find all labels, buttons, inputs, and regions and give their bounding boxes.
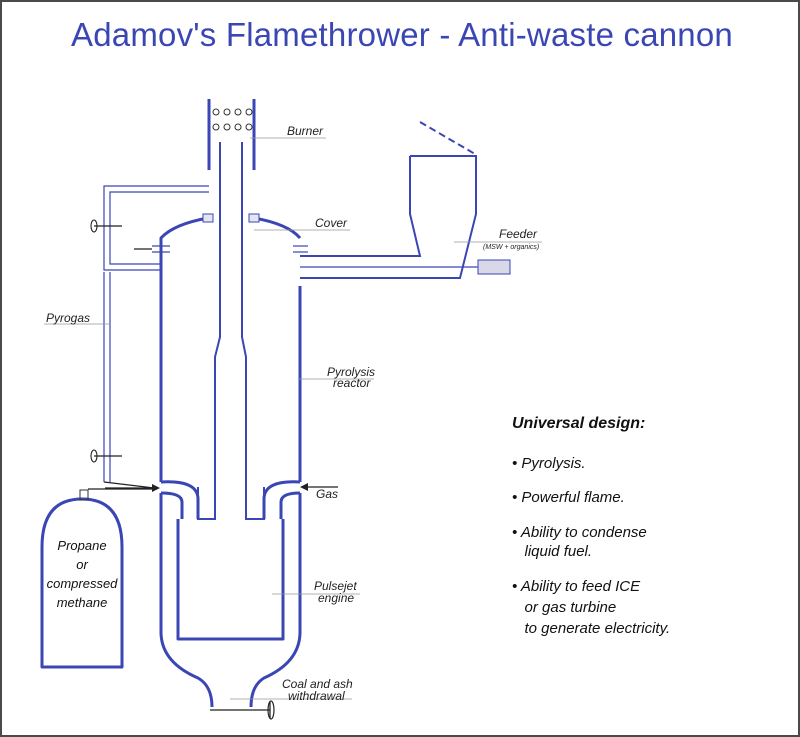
label-pulsejet-1: Pulsejet xyxy=(314,579,357,593)
propane-tank xyxy=(40,488,154,669)
label-feeder: Feeder xyxy=(499,227,538,241)
label-pyrogas: Pyrogas xyxy=(46,311,90,325)
diagram-title: Adamov's Flamethrower - Anti-waste canno… xyxy=(71,16,733,53)
tank-line: compressed xyxy=(47,576,119,591)
label-coal-1: Coal and ash xyxy=(282,677,353,691)
label-coal-2: withdrawal xyxy=(288,689,345,703)
feature-item: or gas turbine xyxy=(512,599,616,616)
label-gas: Gas xyxy=(316,487,338,501)
feature-item: • Ability to feed ICE xyxy=(512,578,641,595)
label-cover: Cover xyxy=(315,216,348,230)
pyrolysis-reactor xyxy=(134,213,308,482)
tank-line: methane xyxy=(57,595,108,610)
feature-item: • Ability to condense xyxy=(512,524,647,541)
gas-arrow xyxy=(300,483,338,491)
label-pyrolysis-2: reactor xyxy=(333,376,371,390)
gas-inlets xyxy=(160,480,301,519)
burner-nozzle xyxy=(207,99,256,170)
feature-item: liquid fuel. xyxy=(512,543,592,560)
tank-line: or xyxy=(76,557,88,572)
pulsejet-engine xyxy=(159,493,302,708)
features-list: Universal design: • Pyrolysis. • Powerfu… xyxy=(512,415,670,637)
label-pyrolysis-1: Pyrolysis xyxy=(327,365,375,379)
pyrogas-pipe xyxy=(90,185,209,492)
features-heading: Universal design: xyxy=(512,415,645,432)
coal-withdrawal-valve xyxy=(210,700,275,720)
feature-item: • Powerful flame. xyxy=(512,489,625,506)
label-burner: Burner xyxy=(287,124,324,138)
feeder xyxy=(300,121,511,279)
pyrogas-valve-upper xyxy=(90,219,122,233)
leader-lines xyxy=(44,137,542,700)
label-feeder-sub: (MSW + organics) xyxy=(483,244,539,251)
burner-tube xyxy=(197,142,265,520)
label-pulsejet-2: engine xyxy=(318,591,354,605)
feature-item: to generate electricity. xyxy=(512,620,670,637)
pyrogas-valve-lower xyxy=(90,449,122,463)
feature-item: • Pyrolysis. xyxy=(512,455,586,472)
tank-line: Propane xyxy=(57,538,106,553)
